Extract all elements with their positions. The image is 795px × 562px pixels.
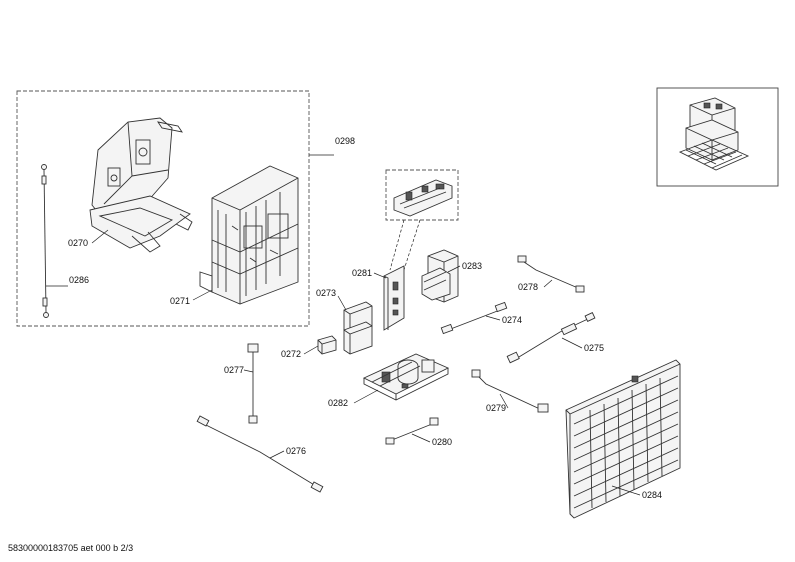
label-0279: 0279	[486, 403, 506, 413]
assembly-group-box-0298	[16, 90, 310, 327]
label-0283: 0283	[462, 261, 482, 271]
part-0276-cable	[196, 415, 324, 493]
part-0280-cable	[385, 417, 439, 445]
label-0284: 0284	[642, 490, 662, 500]
part-0272-connector	[317, 335, 337, 355]
label-0281: 0281	[352, 268, 372, 278]
label-0282: 0282	[328, 398, 348, 408]
label-0286: 0286	[69, 275, 89, 285]
part-0283-transformer	[421, 249, 459, 303]
label-0280: 0280	[432, 437, 452, 447]
part-0284-grid-panel	[565, 359, 681, 519]
part-0271-housing	[199, 165, 299, 305]
label-0298: 0298	[335, 136, 355, 146]
label-0276: 0276	[286, 446, 306, 456]
label-0277: 0277	[224, 365, 244, 375]
part-0275-cable	[506, 311, 596, 364]
pcb-detail-inset	[385, 169, 459, 277]
label-0271: 0271	[170, 296, 190, 306]
part-0273-relays	[343, 301, 373, 355]
part-0281-pcb	[383, 265, 405, 331]
label-0274: 0274	[502, 315, 522, 325]
part-0279-cable	[471, 369, 549, 413]
part-0278-cable	[517, 255, 585, 293]
part-0274-cable	[440, 301, 508, 335]
part-0277-cable	[247, 343, 259, 424]
label-0272: 0272	[281, 349, 301, 359]
part-0282-main-pcb	[362, 353, 450, 401]
leader-lines	[46, 154, 641, 496]
label-0270: 0270	[68, 238, 88, 248]
label-0275: 0275	[584, 343, 604, 353]
part-0286-rod	[41, 164, 49, 318]
label-0278: 0278	[518, 282, 538, 292]
inset-overview-image	[656, 87, 779, 187]
label-0273: 0273	[316, 288, 336, 298]
document-id-footer: 58300000183705 aet 000 b 2/3	[8, 543, 134, 553]
part-0270-bracket	[89, 117, 193, 253]
